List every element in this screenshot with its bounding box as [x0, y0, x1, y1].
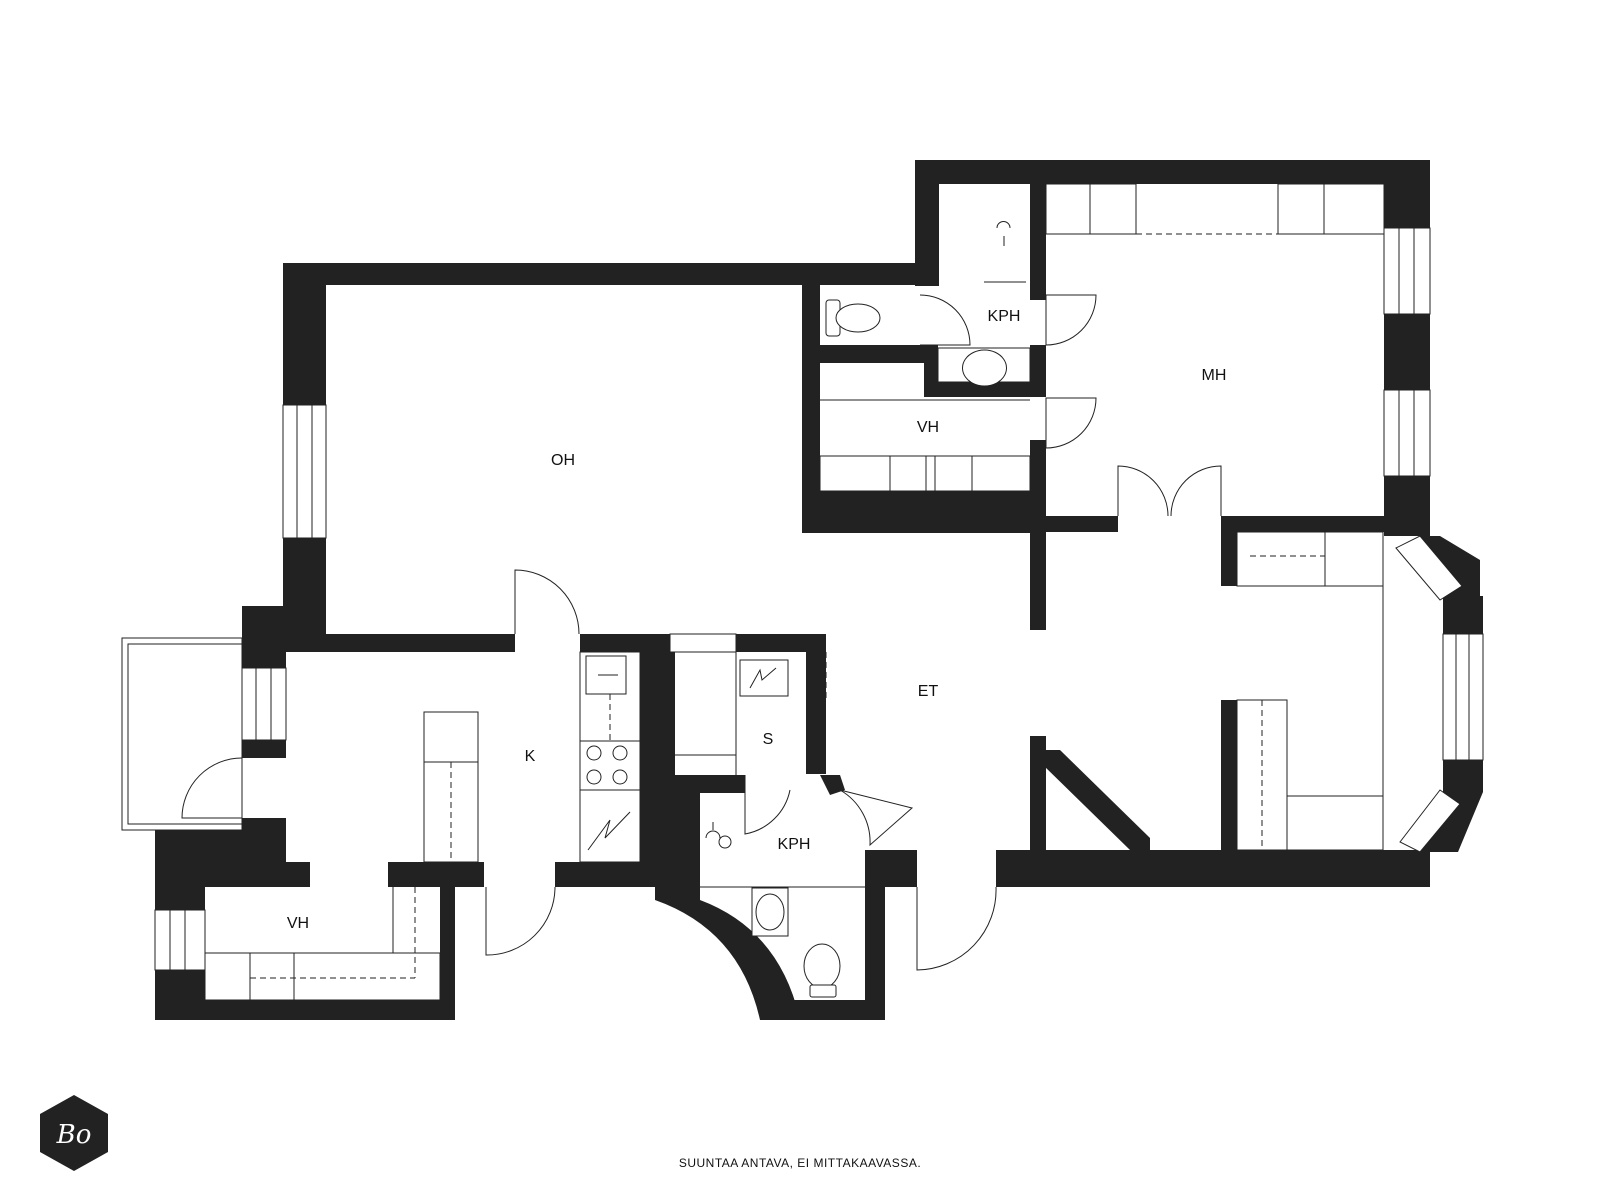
- logo-text: Bo: [56, 1120, 92, 1150]
- doors: [181, 294, 1222, 971]
- room-label-oh: OH: [551, 452, 575, 469]
- room-label-kph-top: KPH: [988, 308, 1021, 325]
- room-label-vh-bottom: VH: [287, 915, 309, 932]
- room-label-mh: MH: [1202, 367, 1227, 384]
- room-label-kph-bottom: KPH: [778, 836, 811, 853]
- room-label-s: S: [763, 731, 774, 748]
- fixtures: [204, 183, 1385, 1001]
- room-label-k: K: [525, 748, 536, 765]
- brand-logo: Bo: [40, 1095, 108, 1171]
- room-label-vh-top: VH: [917, 419, 939, 436]
- windows: [121, 227, 1484, 971]
- walls: [155, 160, 1483, 1020]
- room-label-et: ET: [918, 683, 939, 700]
- footer-note: SUUNTAA ANTAVA, EI MITTAKAAVASSA.: [678, 1156, 922, 1170]
- room-labels: OH MH KPH VH ET K S KPH VH: [287, 308, 1227, 932]
